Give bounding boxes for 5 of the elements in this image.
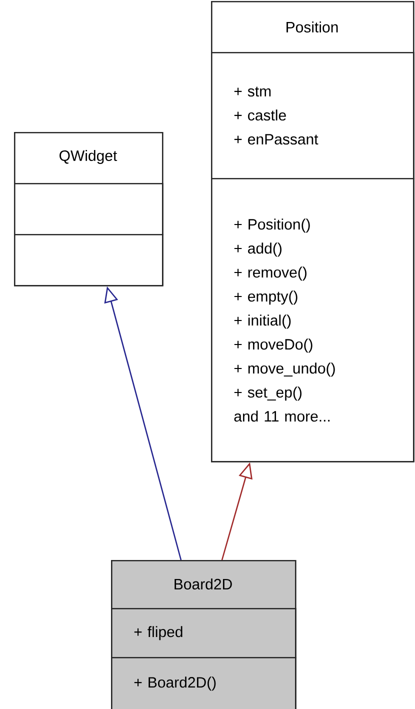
empty-compartment [14,183,164,236]
member-compartment: + stm + castle + enPassant [211,52,414,180]
member-compartment: + Board2D() [111,657,296,709]
empty-compartment [14,234,164,286]
member-compartment: + fliped [111,608,296,658]
